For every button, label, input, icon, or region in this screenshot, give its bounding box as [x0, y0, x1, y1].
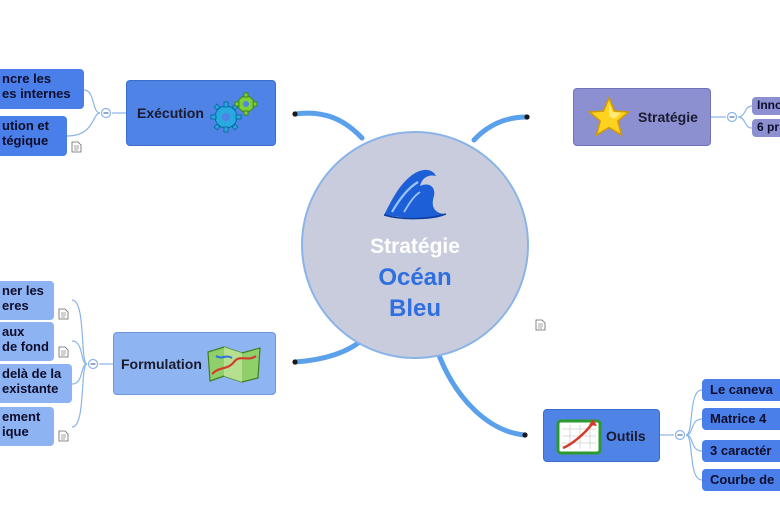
leaf-text: ution et tégique	[2, 118, 49, 148]
branch-strategie-label: Stratégie	[638, 109, 698, 125]
map-icon	[207, 345, 261, 383]
leaf-strategie-2[interactable]: 6 pr	[752, 119, 780, 137]
branch-outils[interactable]: Outils	[543, 409, 660, 462]
connector-formulation	[292, 337, 365, 365]
leaf-text: Le caneva	[710, 382, 773, 397]
leaf-text: ncre les es internes	[2, 71, 71, 101]
leaf-text: Courbe de	[710, 472, 775, 487]
connector-dot	[292, 359, 298, 365]
connector-execution	[292, 110, 365, 141]
connector-outils	[434, 347, 528, 438]
chart-icon	[556, 418, 602, 454]
central-topic-line-3: Bleu	[388, 295, 441, 322]
connector-strategie	[471, 114, 530, 143]
strategie-leaf-links	[711, 105, 753, 129]
branch-strategie[interactable]: Stratégie	[573, 88, 711, 146]
leaf-formulation-2[interactable]: aux de fond	[0, 322, 54, 361]
note-icon[interactable]	[535, 319, 546, 331]
leaf-formulation-3[interactable]: delà de la existante	[0, 364, 72, 403]
branch-outils-label: Outils	[606, 427, 646, 444]
leaf-text: ner les eres	[2, 283, 44, 313]
leaf-text: 6 pr	[757, 120, 780, 134]
central-topic-line-2: Océan	[378, 264, 452, 291]
leaf-text: 3 caractér	[710, 443, 772, 458]
leaf-text: delà de la existante	[2, 366, 62, 396]
leaf-execution-2[interactable]: ution et tégique	[0, 116, 67, 156]
note-icon[interactable]	[58, 346, 69, 358]
leaf-text: aux de fond	[2, 324, 49, 354]
star-icon	[587, 96, 631, 137]
execution-leaf-links	[66, 89, 126, 137]
leaf-text: ement ique	[2, 409, 41, 439]
leaf-outils-2[interactable]: Matrice 4	[702, 408, 780, 430]
leaf-text: Inno	[757, 98, 780, 112]
formulation-leaf-links	[71, 299, 113, 428]
note-icon[interactable]	[71, 141, 82, 153]
leaf-text: Matrice 4	[710, 411, 767, 426]
gears-icon	[210, 92, 258, 133]
outils-leaf-links	[660, 389, 703, 481]
connector-dot	[522, 432, 528, 438]
leaf-execution-1[interactable]: ncre les es internes	[0, 69, 84, 109]
connector-dot	[524, 114, 530, 120]
note-icon[interactable]	[58, 308, 69, 320]
central-topic-circle[interactable]	[301, 131, 529, 359]
connector-dot	[292, 111, 298, 117]
leaf-outils-4[interactable]: Courbe de	[702, 469, 780, 491]
leaf-formulation-1[interactable]: ner les eres	[0, 281, 54, 320]
leaf-outils-1[interactable]: Le caneva	[702, 379, 780, 401]
branch-formulation-label: Formulation	[121, 355, 202, 372]
central-topic-line-1: Stratégie	[370, 235, 460, 258]
branch-formulation[interactable]: Formulation	[113, 332, 276, 395]
branch-execution-label: Exécution	[137, 105, 204, 121]
branch-execution[interactable]: Exécution	[126, 80, 276, 146]
note-icon[interactable]	[58, 430, 69, 442]
wave-icon	[383, 169, 447, 220]
leaf-formulation-4[interactable]: ement ique	[0, 407, 54, 446]
leaf-outils-3[interactable]: 3 caractér	[702, 440, 780, 462]
leaf-strategie-1[interactable]: Inno	[752, 97, 780, 115]
